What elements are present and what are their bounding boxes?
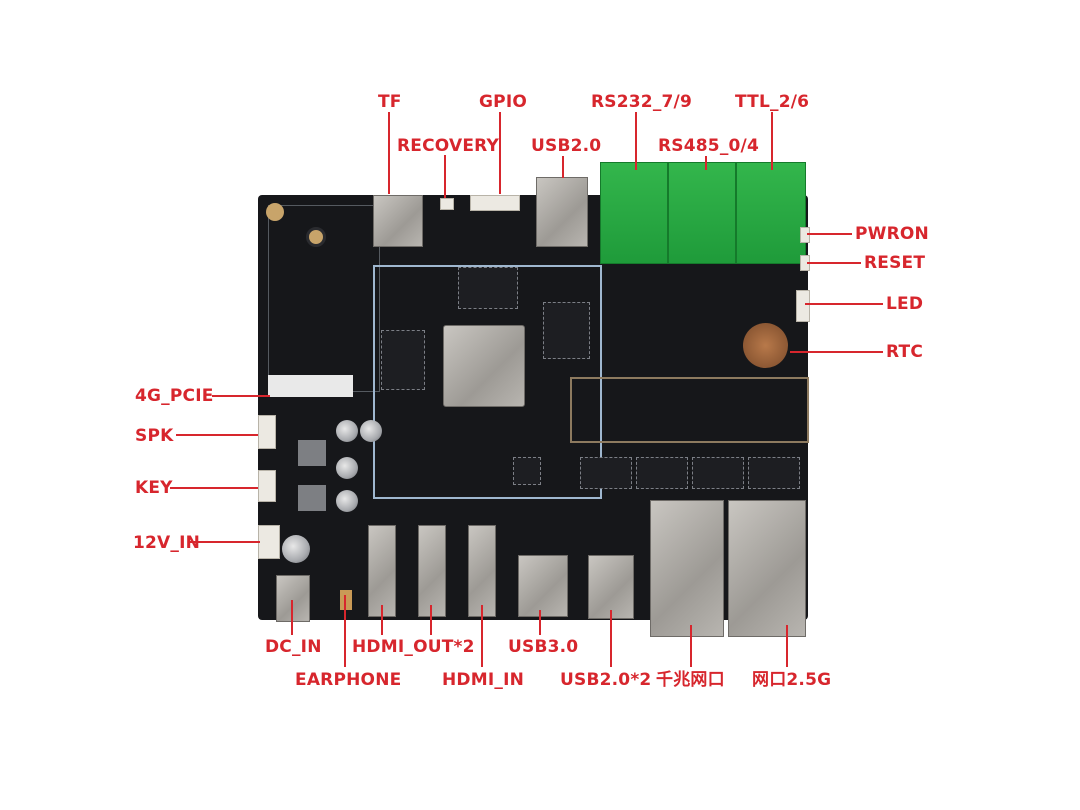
leader-usb3 <box>539 610 541 635</box>
hdmi-out-port-2 <box>418 525 446 617</box>
label-dc-in: DC_IN <box>265 637 322 657</box>
pmic-chip <box>513 457 541 485</box>
label-usb3: USB3.0 <box>508 637 579 657</box>
key-connector <box>258 470 276 502</box>
recovery-button <box>440 198 454 210</box>
leader-ttl <box>771 112 773 170</box>
label-gigabit-ethernet: 千兆网口 <box>656 670 725 690</box>
rs485-terminal <box>668 162 736 264</box>
label-usb2x2: USB2.0*2 <box>560 670 652 690</box>
mount-hole <box>266 203 284 221</box>
core-module-outline <box>373 265 602 499</box>
leader-key <box>170 487 258 489</box>
ttl-terminal <box>736 162 806 264</box>
capacitor <box>336 420 358 442</box>
label-2-5g-ethernet: 网口2.5G <box>752 670 832 690</box>
leader-rs232 <box>635 112 637 170</box>
usb3-port <box>518 555 568 617</box>
label-12v-in: 12V_IN <box>133 533 201 553</box>
hdmi-in-port <box>468 525 496 617</box>
leader-4g-pcie <box>212 395 270 397</box>
sim-label <box>268 375 353 397</box>
leader-led <box>805 303 883 305</box>
leader-12v-in <box>190 541 260 543</box>
label-tf: TF <box>378 92 402 112</box>
leader-gpio <box>499 112 501 194</box>
leader-2-5g-ethernet <box>786 625 788 667</box>
usb2-dual-port <box>588 555 634 619</box>
leader-hdmi-out-1 <box>381 605 383 635</box>
leader-pwron <box>807 233 852 235</box>
lan-magnetics <box>692 457 744 489</box>
rk3588-soc <box>443 325 525 407</box>
2-5g-ethernet-port <box>728 500 806 637</box>
memory-chip <box>543 302 590 359</box>
label-spk: SPK <box>135 426 174 446</box>
label-hdmi-out: HDMI_OUT*2 <box>352 637 475 657</box>
lan-magnetics <box>748 457 800 489</box>
label-earphone: EARPHONE <box>295 670 402 690</box>
leader-spk <box>176 434 258 436</box>
lan-magnetics <box>580 457 632 489</box>
dc-in-jack <box>276 575 310 622</box>
rs232-terminal <box>600 162 668 264</box>
label-4g-pcie: 4G_PCIE <box>135 386 214 406</box>
inductor <box>298 440 326 466</box>
pwron-connector <box>800 227 810 243</box>
tf-card-slot <box>373 195 423 247</box>
label-hdmi-in: HDMI_IN <box>442 670 525 690</box>
leader-rs485 <box>705 156 707 170</box>
capacitor <box>336 490 358 512</box>
label-reset: RESET <box>864 253 926 273</box>
capacitor <box>336 457 358 479</box>
pcb-board <box>258 162 810 637</box>
label-gpio: GPIO <box>479 92 527 112</box>
rtc-battery <box>743 323 788 368</box>
leader-usb2x2 <box>610 610 612 667</box>
leader-hdmi-in <box>481 605 483 667</box>
label-rtc: RTC <box>886 342 923 362</box>
earphone-jack <box>340 590 352 610</box>
label-rs485: RS485_0/4 <box>658 136 759 156</box>
leader-usb2-top <box>562 156 564 178</box>
leader-reset <box>807 262 861 264</box>
label-rs232: RS232_7/9 <box>591 92 692 112</box>
spk-connector <box>258 415 276 449</box>
emmc-chip <box>381 330 425 390</box>
leader-tf <box>388 112 390 194</box>
label-pwron: PWRON <box>855 224 929 244</box>
gigabit-ethernet-port <box>650 500 724 637</box>
leader-earphone <box>344 595 346 667</box>
label-ttl: TTL_2/6 <box>735 92 810 112</box>
leader-hdmi-out-2 <box>430 605 432 635</box>
leader-gigabit-ethernet <box>690 625 692 667</box>
lan-magnetics <box>636 457 688 489</box>
hdmi-out-port-1 <box>368 525 396 617</box>
inductor <box>298 485 326 511</box>
label-led: LED <box>886 294 924 314</box>
usb2-top-port <box>536 177 588 247</box>
label-usb2-top: USB2.0 <box>531 136 602 156</box>
label-key: KEY <box>135 478 173 498</box>
leader-recovery <box>444 155 446 198</box>
capacitor <box>360 420 382 442</box>
led-connector <box>796 290 810 322</box>
memory-chip <box>458 267 518 309</box>
mount-hole <box>306 227 326 247</box>
capacitor <box>282 535 310 563</box>
gpio-connector <box>470 195 520 211</box>
leader-dc-in <box>291 600 293 635</box>
12v-in-connector <box>258 525 280 559</box>
serial-transceiver-area <box>570 377 809 443</box>
label-recovery: RECOVERY <box>397 136 500 156</box>
leader-rtc <box>790 351 883 353</box>
